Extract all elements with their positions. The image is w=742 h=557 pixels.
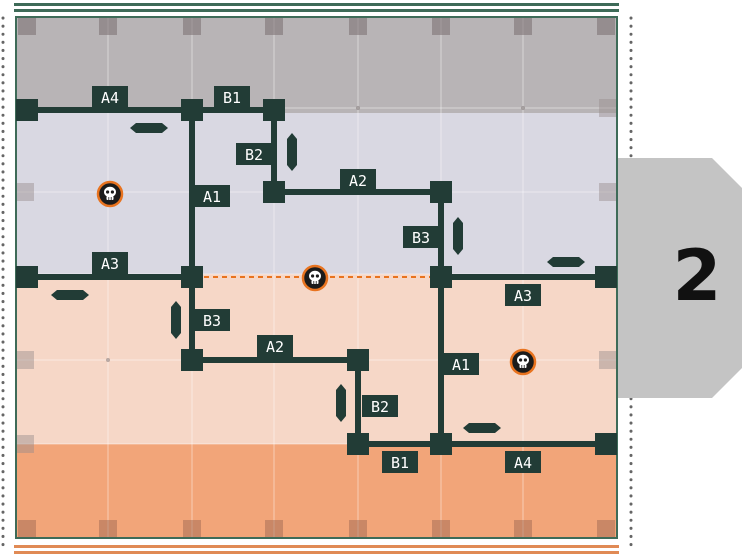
wall-label: B1 [214,86,250,108]
grid-peg-icon [349,520,367,538]
grid-peg-icon [18,17,36,35]
grid-peg-icon [265,520,283,538]
wall-label-text: B3 [412,229,430,247]
grid-dot [356,106,360,110]
grid-peg-icon [99,520,117,538]
grid-peg-icon [183,17,201,35]
grid-peg-icon [265,17,283,35]
wall-joint-icon [347,349,369,371]
grid-peg-icon [16,183,34,201]
grid-peg-icon [99,17,117,35]
grid-peg-icon [432,520,450,538]
wall-label-text: A3 [101,255,119,273]
wall-label: B2 [236,143,272,165]
door-marker-icon[interactable] [336,384,346,422]
wall-label: B2 [362,395,398,417]
door-marker-icon[interactable] [287,133,297,171]
page-number: 2 [673,235,722,317]
grid-pegs [16,17,617,538]
wall-label: A2 [257,335,293,357]
wall-label-text: A1 [203,188,221,206]
skull-icon[interactable] [96,180,124,208]
door-marker-icon[interactable] [453,217,463,255]
skull-icon[interactable] [301,264,329,292]
wall-label: A3 [505,284,541,306]
wall-label-text: B3 [203,312,221,330]
wall-joint-icon [595,433,617,455]
grid-peg-icon [432,17,450,35]
wall-label-text: B1 [223,89,241,107]
wall-label-text: A2 [349,172,367,190]
grid-peg-icon [597,520,615,538]
door-marker-icon[interactable] [547,257,585,267]
top-edge-stripe [14,3,619,12]
grid-peg-icon [183,520,201,538]
door-marker-icon[interactable] [463,423,501,433]
grid-peg-icon [514,17,532,35]
wall-label-text: A4 [514,454,532,472]
wall-joint-icon [16,266,38,288]
wall-label: A4 [505,451,541,473]
wall-joint-icon [430,433,452,455]
page-tab[interactable]: 2 [617,158,742,398]
wall-label-text: B2 [245,146,263,164]
wall-label: B3 [403,226,439,248]
wall-label: B3 [194,309,230,331]
door-marker-icon[interactable] [171,301,181,339]
grid-peg-icon [597,17,615,35]
wall-label-text: A4 [101,89,119,107]
grid-peg-icon [599,183,617,201]
wall-label: A3 [92,252,128,274]
wall-label-text: A1 [452,356,470,374]
wall-label-text: B2 [371,398,389,416]
wall-joint-icon [181,266,203,288]
skull-icon[interactable] [509,348,537,376]
grid-dot [106,358,110,362]
skull-tokens [96,180,537,376]
door-markers [51,123,585,433]
grid-peg-icon [599,99,617,117]
grid-peg-icon [16,435,34,453]
wall-label-text: A3 [514,287,532,305]
wall-joint-icon [181,349,203,371]
wall-label-text: B1 [391,454,409,472]
wall-joint-icon [263,181,285,203]
door-marker-icon[interactable] [51,290,89,300]
wall-joint-icon [430,181,452,203]
wall-joint-icon [181,99,203,121]
wall-joint-icon [263,99,285,121]
walls [24,107,609,447]
wall-joint-icon [347,433,369,455]
wall-joint-icon [16,99,38,121]
wall-label: A1 [443,353,479,375]
wall-joints [16,99,617,455]
bottom-edge-stripe [14,545,619,554]
wall-label: A2 [340,169,376,191]
grid-peg-icon [349,17,367,35]
door-marker-icon[interactable] [130,123,168,133]
wall-label: B1 [382,451,418,473]
grid-peg-icon [514,520,532,538]
wall-joint-icon [595,266,617,288]
grid-dot [521,106,525,110]
wall-joint-icon [430,266,452,288]
grid-peg-icon [18,520,36,538]
wall-label-text: A2 [266,338,284,356]
wall-label: A4 [92,86,128,108]
wall-label: A1 [194,185,230,207]
grid-peg-icon [16,351,34,369]
grid-peg-icon [599,351,617,369]
